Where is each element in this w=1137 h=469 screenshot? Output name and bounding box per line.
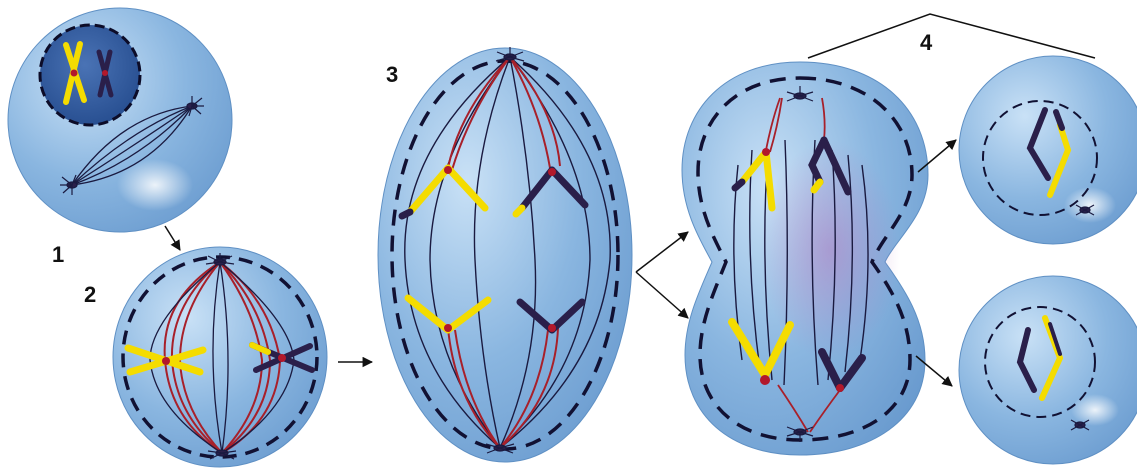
nucleus xyxy=(40,25,140,125)
stage-label-3: 3 xyxy=(386,62,398,88)
daughter-cell-top xyxy=(959,56,1137,244)
cell-stage-3 xyxy=(378,47,632,462)
stage-label-1: 1 xyxy=(52,242,64,268)
stage-4-bracket xyxy=(808,14,1095,58)
arrow-icon xyxy=(636,272,688,318)
arrow-icon xyxy=(636,232,688,272)
cell-telophase xyxy=(682,62,928,455)
cell-stage-1 xyxy=(8,8,232,232)
arrow-icon xyxy=(165,226,180,250)
stage-label-2: 2 xyxy=(84,282,96,308)
daughter-cell-bottom xyxy=(959,276,1137,464)
cell-stage-2 xyxy=(113,247,327,467)
stage-label-4: 4 xyxy=(920,30,932,56)
